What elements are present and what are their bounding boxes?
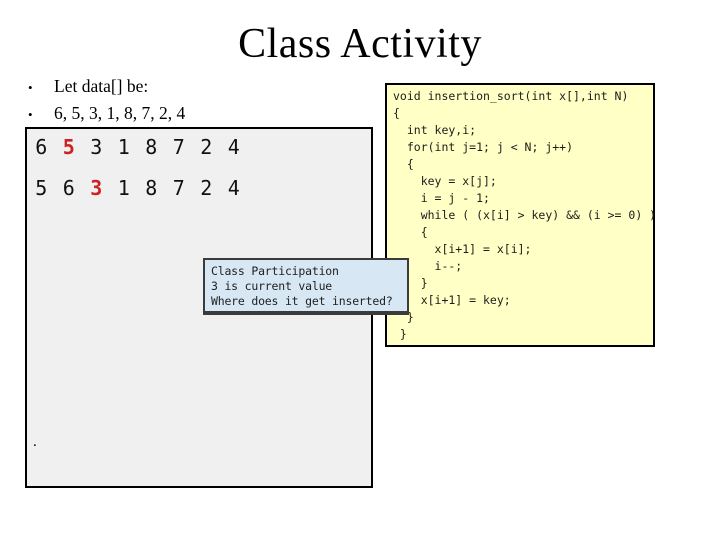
code-text: void insertion_sort(int x[],int N) { int… (393, 89, 657, 341)
bullet-icon: • (28, 107, 33, 122)
code-box: void insertion_sort(int x[],int N) { int… (385, 83, 657, 347)
array-cell: 8 (145, 135, 158, 159)
array-cell: 5 (35, 176, 48, 200)
bullet-item: • Let data[] be: (28, 76, 185, 103)
array-cell: 8 (145, 176, 158, 200)
note-line: Where does it get inserted? (211, 294, 393, 308)
array-cell-highlighted: 3 (90, 176, 103, 200)
page-title: Class Activity (238, 21, 482, 67)
bullet-text: Let data[] be: (54, 76, 149, 96)
note-line: 3 is current value (211, 279, 333, 293)
stray-period: . (33, 434, 37, 450)
array-cell: 7 (172, 176, 185, 200)
array-cell: 3 (90, 135, 103, 159)
bullet-icon: • (28, 80, 33, 95)
array-cell: 1 (117, 135, 130, 159)
array-cell: 6 (62, 176, 75, 200)
bullet-text: 6, 5, 3, 1, 8, 7, 2, 4 (54, 103, 186, 123)
participation-note: Class Participation 3 is current value W… (203, 258, 409, 315)
array-cell: 4 (227, 135, 240, 159)
bullet-list: • Let data[] be: • 6, 5, 3, 1, 8, 7, 2, … (28, 76, 185, 130)
array-cell-highlighted: 5 (62, 135, 75, 159)
array-cell: 4 (227, 176, 240, 200)
note-line: Class Participation (211, 264, 339, 278)
array-cell: 2 (200, 135, 213, 159)
array-cell: 7 (172, 135, 185, 159)
array-cell: 1 (117, 176, 130, 200)
bullet-item: • 6, 5, 3, 1, 8, 7, 2, 4 (28, 103, 185, 130)
array-cell: 6 (35, 135, 48, 159)
array-cell: 2 (200, 176, 213, 200)
